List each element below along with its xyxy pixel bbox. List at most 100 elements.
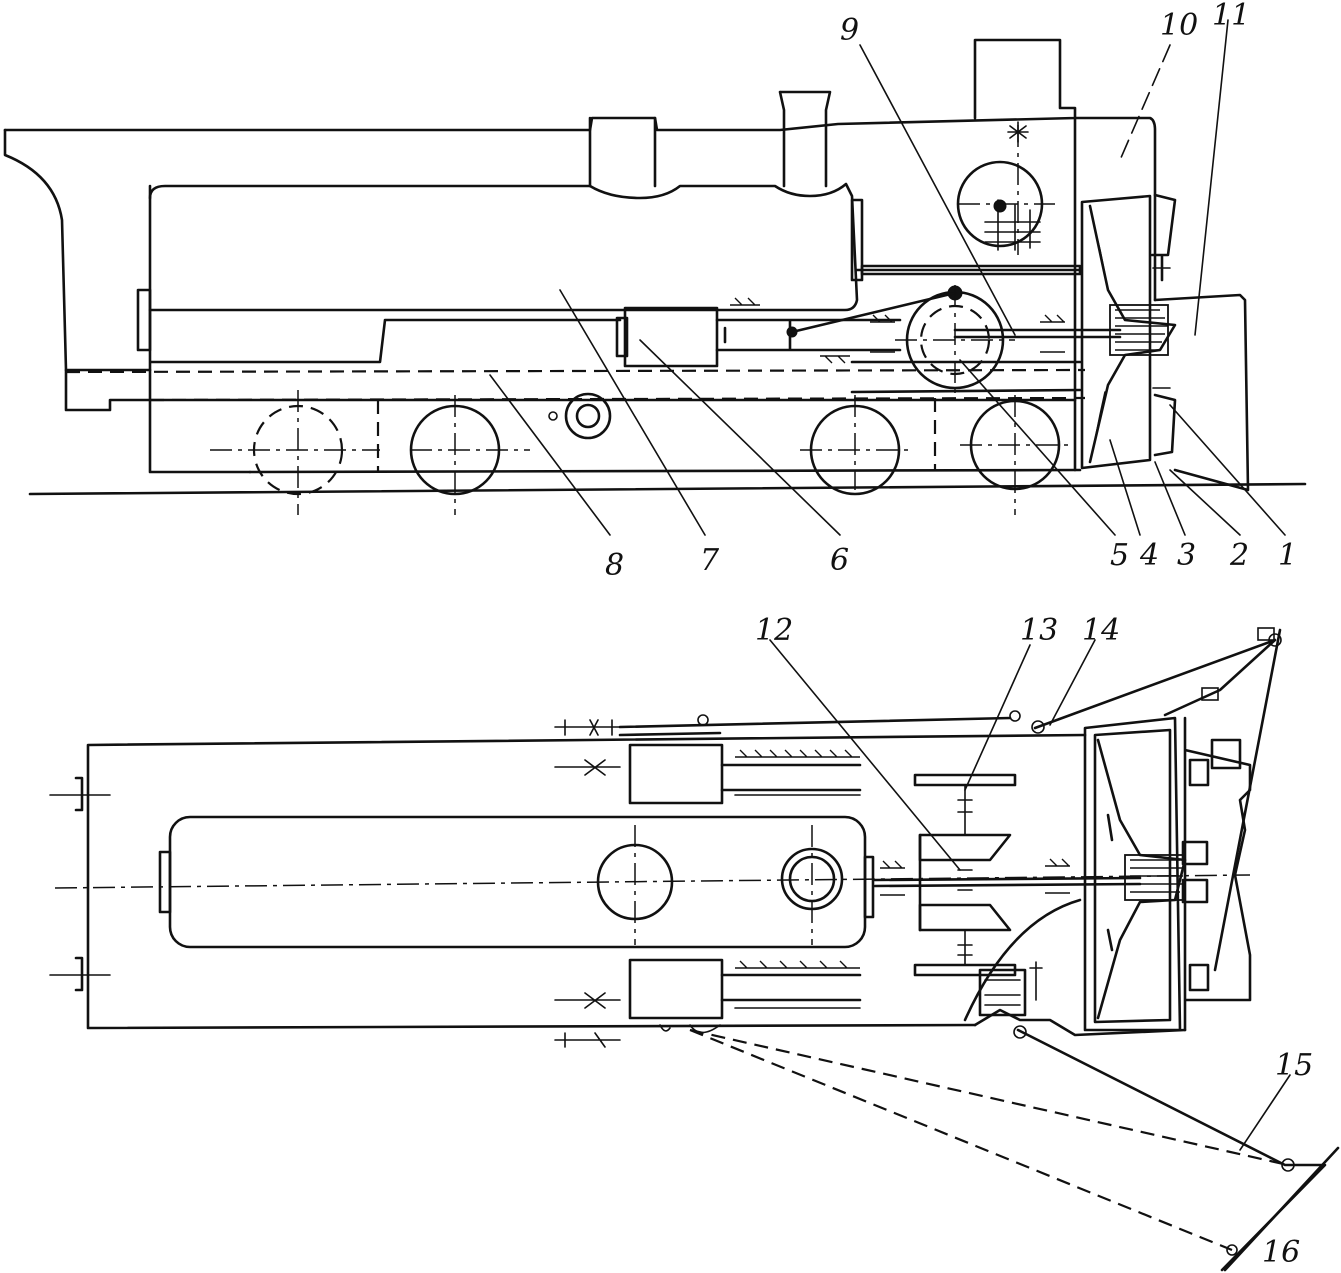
wheel-set <box>210 390 1070 515</box>
flywheel-centerlines <box>895 285 1015 400</box>
rotor-blade-edge <box>1089 205 1106 463</box>
rod-pivot <box>1009 710 1021 722</box>
hinge-plate <box>1181 878 1209 904</box>
valve-symbol <box>1007 121 1029 143</box>
front-plow <box>1153 293 1250 492</box>
callout-labels: 1 2 3 4 5 6 7 8 9 10 11 12 13 14 15 16 <box>605 0 1313 1270</box>
wing-blade <box>1223 1146 1340 1272</box>
rotor-frame <box>1080 194 1152 470</box>
hinge-plate <box>1210 738 1242 770</box>
buffers <box>74 776 84 992</box>
cylinder <box>623 306 719 368</box>
wing-swing-path <box>689 1028 1289 1252</box>
crank-detail <box>984 961 1043 1006</box>
air-reservoir <box>564 392 612 440</box>
rail-line <box>28 482 1307 496</box>
wing-pivot <box>1013 1025 1027 1039</box>
bevel-gear-pair <box>918 833 1012 932</box>
main-frame <box>148 184 1082 474</box>
chimney <box>778 90 832 188</box>
label-13: 13 <box>1020 613 1058 648</box>
plan-front-right <box>973 1008 1187 1037</box>
hinge-plate <box>1188 758 1210 787</box>
leader-7 <box>559 289 706 536</box>
label-8: 8 <box>605 548 624 583</box>
upper-gear <box>913 773 1017 787</box>
label-9: 9 <box>840 13 859 48</box>
plan-rotor-housing <box>1083 716 1182 1032</box>
leader-lines <box>489 19 1291 1151</box>
plan-boiler-door <box>158 850 172 914</box>
plan-cylinder-upper <box>628 743 724 805</box>
plan-piston-rods <box>720 763 862 1002</box>
lower-cutter <box>1153 393 1177 457</box>
leader-14 <box>1049 639 1096 726</box>
plan-guide-lower <box>734 794 861 1009</box>
leader-3 <box>1154 461 1186 536</box>
cylinder-cap <box>615 316 629 358</box>
valve-handle-marks <box>554 719 621 1048</box>
lower-frame <box>248 360 1082 474</box>
plan-centerlines-v <box>634 825 813 945</box>
wing-pivot <box>1281 1158 1295 1172</box>
leader-1 <box>1169 404 1286 536</box>
wing-pivot <box>1031 720 1045 734</box>
rotor-hub <box>1109 304 1169 356</box>
gear-shaft-bearings <box>957 784 973 966</box>
leader-13 <box>964 644 1031 791</box>
plan-crank-assembly <box>978 968 1027 1017</box>
guide-hatching <box>730 297 850 364</box>
buffer-marks <box>49 794 111 976</box>
label-6: 6 <box>830 543 849 578</box>
leader-10 <box>1119 44 1171 161</box>
smokebox-door <box>850 198 864 282</box>
connecting-rod <box>790 291 957 334</box>
label-4: 4 <box>1139 538 1159 573</box>
label-3: 3 <box>1177 538 1196 573</box>
gear-hub <box>993 199 1007 213</box>
piston-rod <box>715 318 902 352</box>
plan-boiler <box>168 815 867 949</box>
rod-pivot <box>697 714 709 726</box>
plan-frame <box>86 733 1087 1030</box>
bogie-lines <box>376 398 937 472</box>
wing-bracket <box>1257 627 1275 641</box>
label-16: 16 <box>1262 1235 1300 1270</box>
plan-view <box>49 627 1340 1272</box>
leader-11 <box>1194 19 1229 336</box>
rotor-housing <box>1073 116 1157 472</box>
plan-guide-hatching <box>735 749 860 969</box>
plan-rotor-inner <box>1093 728 1172 1024</box>
leader-8 <box>489 374 611 536</box>
label-5: 5 <box>1110 538 1129 573</box>
label-11: 11 <box>1212 0 1250 33</box>
plan-cylinder-lower <box>628 958 724 1020</box>
valve-handles <box>554 710 1021 1048</box>
hinge-plate <box>1188 963 1210 992</box>
label-15: 15 <box>1275 1048 1313 1083</box>
leader-6 <box>639 339 841 536</box>
plan-rotor-blades <box>1096 738 1187 1020</box>
label-10: 10 <box>1160 8 1198 43</box>
leader-2 <box>1169 469 1241 536</box>
rear-lamp <box>136 288 152 352</box>
gear-centerlines <box>958 125 1055 255</box>
upper-wing-arm <box>1033 628 1282 972</box>
wheel-centerlines <box>210 390 1070 515</box>
drive-shaft <box>953 328 1122 339</box>
wing-bracket <box>1201 687 1219 701</box>
leader-12 <box>769 639 961 871</box>
plan-smokebox <box>863 855 875 919</box>
plan-rotor-hub-hatching <box>1130 859 1183 893</box>
wing-pivot <box>1226 1244 1238 1256</box>
label-12: 12 <box>755 613 793 648</box>
plan-rotor-marks <box>1106 813 1114 952</box>
upper-control-rod <box>618 716 1012 737</box>
tender-rear-profile <box>3 128 152 412</box>
leader-15 <box>1239 1074 1291 1151</box>
label-1: 1 <box>1278 538 1297 573</box>
leader-4 <box>1109 439 1141 536</box>
leader-9 <box>859 44 1016 336</box>
